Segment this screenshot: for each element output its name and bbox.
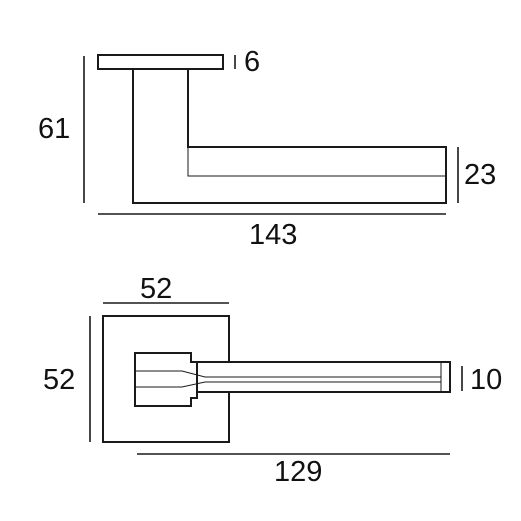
rose-plate-profile — [97, 54, 224, 70]
front-view: 52 52 10 129 — [43, 273, 502, 488]
dim-label-rose-thickness: 6 — [244, 46, 260, 78]
dim-label-rose-width: 52 — [140, 273, 172, 305]
lever-detail-line — [187, 147, 446, 177]
lever-profile — [132, 68, 447, 204]
dim-label-lever-height: 23 — [464, 159, 496, 191]
side-view: 6 61 23 143 — [38, 46, 496, 251]
dim-label-overall-length: 143 — [249, 219, 297, 251]
lever-centerline-lower — [135, 381, 441, 388]
dim-label-height: 61 — [38, 113, 70, 145]
dim-label-rose-height: 52 — [43, 364, 75, 396]
dim-label-lever-width: 10 — [470, 364, 502, 396]
lever-base-block — [134, 352, 198, 407]
dim-label-projection-length: 129 — [274, 456, 322, 488]
lever-centerline-upper — [135, 370, 441, 378]
